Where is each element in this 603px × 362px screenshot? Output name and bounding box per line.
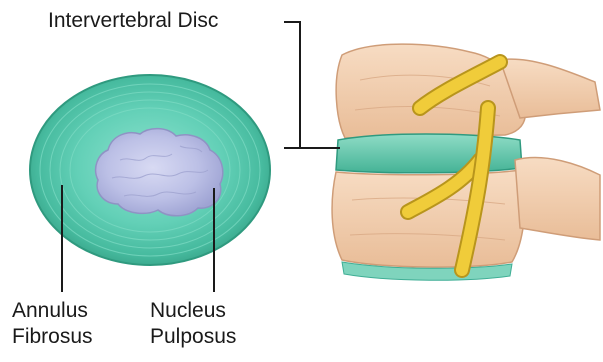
lower-vertebra bbox=[332, 170, 525, 267]
nucleus-pulposus-label: Nucleus Pulposus bbox=[150, 298, 236, 350]
intervertebral-disc-side bbox=[336, 134, 522, 173]
intervertebral-disc-text: Intervertebral Disc bbox=[48, 8, 218, 34]
lower-vertebra-process bbox=[515, 158, 600, 240]
nucleus-label-line1: Nucleus bbox=[150, 298, 236, 324]
annulus-fibrosus-label: Annulus Fibrosus bbox=[12, 298, 93, 350]
intervertebral-disc-label: Intervertebral Disc bbox=[48, 8, 218, 34]
disc-leader-line bbox=[284, 22, 300, 148]
annulus-label-line1: Annulus bbox=[12, 298, 93, 324]
annulus-label-line2: Fibrosus bbox=[12, 324, 93, 350]
nucleus-label-line2: Pulposus bbox=[150, 324, 236, 350]
spine-illustration bbox=[332, 44, 600, 280]
disc-cross-section bbox=[30, 75, 270, 265]
